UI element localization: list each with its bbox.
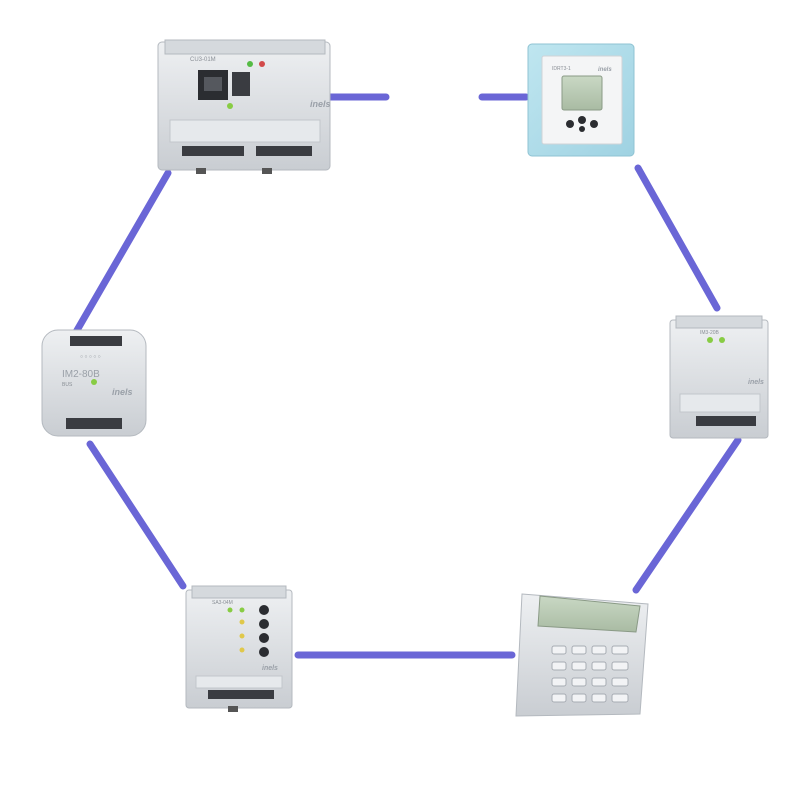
keypad <box>551 645 629 703</box>
relay-module-device: SA3-04M inels <box>185 585 293 712</box>
bus-link-din-module-to-keypad <box>632 436 742 594</box>
terminal-legend: ○ ○ ○ ○ ○ <box>80 354 101 360</box>
bus-link-flush-module-to-central <box>72 169 172 336</box>
segment-display-icon <box>232 72 250 96</box>
device-brand-label: inels <box>310 99 331 109</box>
device-brand-label: inels <box>748 379 764 386</box>
control-button <box>578 116 586 124</box>
lcd-screen <box>537 595 641 633</box>
terminal-block <box>208 690 274 699</box>
manual-switch-button <box>259 619 269 629</box>
manual-switch-button <box>259 605 269 615</box>
status-led-icon <box>239 647 245 653</box>
bus-connections <box>72 93 742 659</box>
status-led-icon <box>239 619 245 625</box>
terminal-block <box>256 146 312 156</box>
status-led-icon <box>227 103 233 109</box>
device-model-label: SA3-04M <box>212 600 233 606</box>
status-led-icon <box>247 61 253 67</box>
status-led-icon <box>719 337 725 343</box>
room-controller-device: IDRT3-1 inels <box>527 43 635 157</box>
terminal-block <box>70 336 122 346</box>
control-button <box>590 120 598 128</box>
bus-link-controller-to-din-module <box>634 164 721 312</box>
status-led-icon <box>239 607 245 613</box>
manual-switch-button <box>259 647 269 657</box>
flush-module-device: ○ ○ ○ ○ ○ IM2-80B BUS inels <box>41 329 147 437</box>
status-led-icon <box>227 607 233 613</box>
central-unit-device: inels CU3-01M <box>157 39 331 174</box>
control-button <box>566 120 574 128</box>
terminal-block <box>696 416 756 426</box>
status-led-icon <box>259 61 265 67</box>
lcd-screen <box>561 75 603 111</box>
device-model-label: CU3-01M <box>190 57 216 63</box>
status-led-icon <box>239 633 245 639</box>
keypad-terminal-device <box>515 593 649 717</box>
terminal-block <box>66 418 122 429</box>
device-bus-label: BUS <box>62 382 73 388</box>
device-brand-label: inels <box>598 67 612 73</box>
status-led-icon <box>91 379 97 385</box>
device-model-label: IDRT3-1 <box>552 66 571 72</box>
bus-link-relay-module-to-flush-module <box>86 440 187 590</box>
device-brand-label: inels <box>112 387 133 397</box>
din-module-small-device: IM3-20B inels <box>669 315 769 439</box>
control-button <box>579 126 585 132</box>
device-model-label: IM2-80B <box>62 369 100 380</box>
device-model-label: IM3-20B <box>700 330 720 336</box>
device-brand-label: inels <box>262 665 278 672</box>
status-led-icon <box>707 337 713 343</box>
terminal-block <box>182 146 244 156</box>
manual-switch-button <box>259 633 269 643</box>
